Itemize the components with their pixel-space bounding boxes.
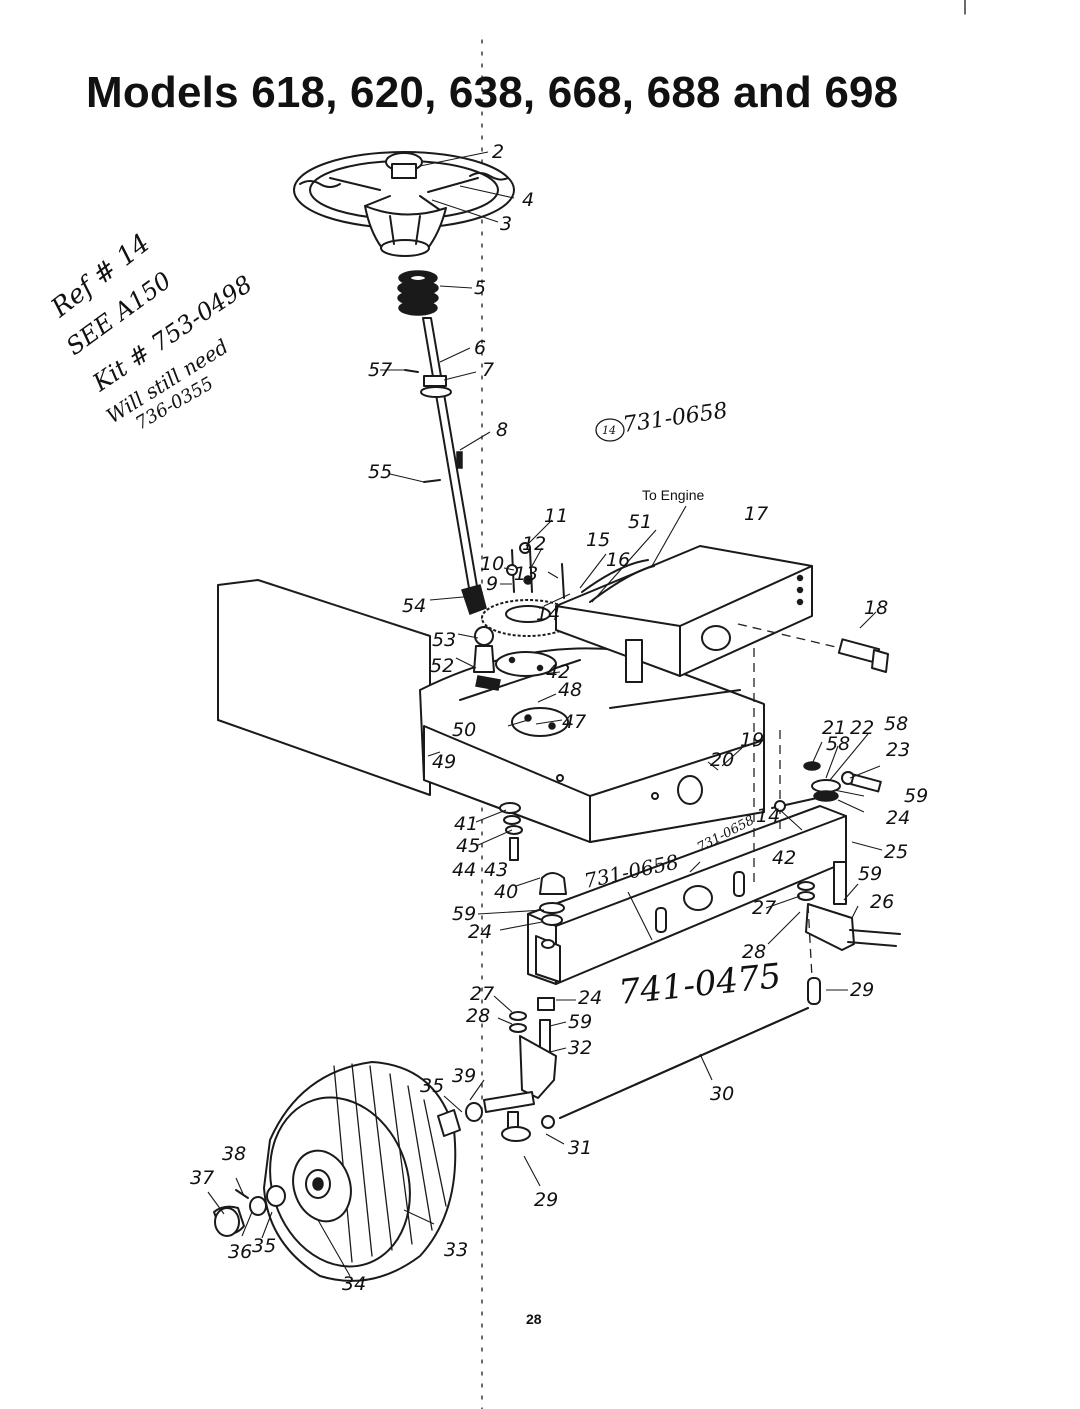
callout-42-upper: 42 xyxy=(546,661,570,683)
callout-5: 5 xyxy=(474,277,486,299)
page-number: 28 xyxy=(526,1311,542,1327)
callout-31: 31 xyxy=(568,1137,592,1159)
callout-25: 25 xyxy=(884,841,908,863)
callout-40: 40 xyxy=(494,881,518,903)
callout-49: 49 xyxy=(432,751,456,773)
handwritten-circle xyxy=(595,418,625,442)
callout-2: 2 xyxy=(492,141,504,163)
callout-45: 45 xyxy=(456,835,480,857)
callout-57: 57 xyxy=(368,359,392,381)
callout-58-left: 58 xyxy=(826,733,850,755)
bolt-18 xyxy=(737,623,889,673)
callout-35-upper: 35 xyxy=(420,1075,444,1097)
steering-shaft xyxy=(404,317,487,615)
steering-wheel xyxy=(293,151,515,257)
callout-41: 41 xyxy=(454,813,478,835)
callout-37: 37 xyxy=(190,1167,214,1189)
callout-6: 6 xyxy=(474,337,486,359)
callout-50: 50 xyxy=(452,719,476,741)
to-engine-arrow xyxy=(651,505,687,567)
callout-59-left: 59 xyxy=(452,903,476,925)
callout-9: 9 xyxy=(486,573,498,595)
callout-29-lower: 29 xyxy=(534,1189,558,1211)
callout-42-lower: 42 xyxy=(772,847,796,869)
callout-29-right: 29 xyxy=(850,979,874,1001)
callout-35-lower: 35 xyxy=(252,1235,276,1257)
callout-30: 30 xyxy=(710,1083,734,1105)
callout-14: 14 xyxy=(536,603,560,625)
callout-59-right: 59 xyxy=(858,863,882,885)
callout-3: 3 xyxy=(500,213,512,235)
front-wheel xyxy=(213,1061,483,1282)
callout-17: 17 xyxy=(744,503,768,525)
callout-38: 38 xyxy=(222,1143,246,1165)
callout-55: 55 xyxy=(368,461,392,483)
tractor-frame xyxy=(217,579,765,843)
callout-22: 22 xyxy=(850,717,874,739)
callout-27-right: 27 xyxy=(752,897,776,919)
callout-47: 47 xyxy=(562,711,586,733)
callout-10: 10 xyxy=(480,553,504,575)
callout-34: 34 xyxy=(342,1273,366,1295)
callout-numbers: 2 4 3 5 6 7 57 8 55 11 51 17 10 12 15 16… xyxy=(190,141,928,1295)
callout-28-left: 28 xyxy=(466,1005,490,1027)
frame-rail xyxy=(555,545,813,683)
callout-19: 19 xyxy=(740,729,764,751)
callout-27-left: 27 xyxy=(470,983,494,1005)
callout-58-right: 58 xyxy=(884,713,908,735)
left-pivot-hardware xyxy=(499,802,567,926)
callout-18: 18 xyxy=(864,597,888,619)
callout-7: 7 xyxy=(482,359,494,381)
callout-54: 54 xyxy=(402,595,426,617)
handwritten-part-bottom: 741-0475 xyxy=(617,956,783,1013)
tie-rod xyxy=(559,903,821,1119)
callout-44: 44 xyxy=(452,859,476,881)
to-engine-label: To Engine xyxy=(642,487,704,503)
callout-15: 15 xyxy=(586,529,610,551)
callout-24-left: 24 xyxy=(468,921,492,943)
callout-53: 53 xyxy=(432,629,456,651)
callout-24-upper: 24 xyxy=(886,807,910,829)
callout-24-lower: 24 xyxy=(578,987,602,1009)
steering-spring xyxy=(397,270,439,316)
callout-28-right: 28 xyxy=(742,941,766,963)
callout-59-lower: 59 xyxy=(568,1011,592,1033)
spindle-assembly xyxy=(483,997,557,1142)
handwritten-arrows xyxy=(627,861,701,941)
callout-14-lower: 14 xyxy=(756,805,780,827)
callout-21: 21 xyxy=(822,717,846,739)
callout-48: 48 xyxy=(558,679,582,701)
callout-4: 4 xyxy=(522,189,534,211)
callout-20: 20 xyxy=(710,749,734,771)
handwritten-circled-ref: 14 xyxy=(602,424,616,437)
callout-33: 33 xyxy=(444,1239,468,1261)
callout-16: 16 xyxy=(606,549,630,571)
callout-43: 43 xyxy=(484,859,508,881)
callout-leaders xyxy=(207,151,883,1277)
steering-gear xyxy=(473,542,575,691)
callout-52: 52 xyxy=(430,655,454,677)
right-pivot-hardware xyxy=(771,761,901,951)
callout-51: 51 xyxy=(628,511,652,533)
callout-23: 23 xyxy=(886,739,910,761)
callout-32: 32 xyxy=(568,1037,592,1059)
callout-8: 8 xyxy=(496,419,508,441)
callout-13: 13 xyxy=(514,563,538,585)
callout-39: 39 xyxy=(452,1065,476,1087)
handwritten-part-top: 731-0658 xyxy=(621,399,729,438)
callout-59-upper: 59 xyxy=(904,785,928,807)
page-title: Models 618, 620, 638, 668, 688 and 698 xyxy=(86,68,899,117)
callout-11: 11 xyxy=(544,505,568,527)
callout-26: 26 xyxy=(870,891,894,913)
callout-12: 12 xyxy=(522,533,546,555)
callout-36: 36 xyxy=(228,1241,252,1263)
